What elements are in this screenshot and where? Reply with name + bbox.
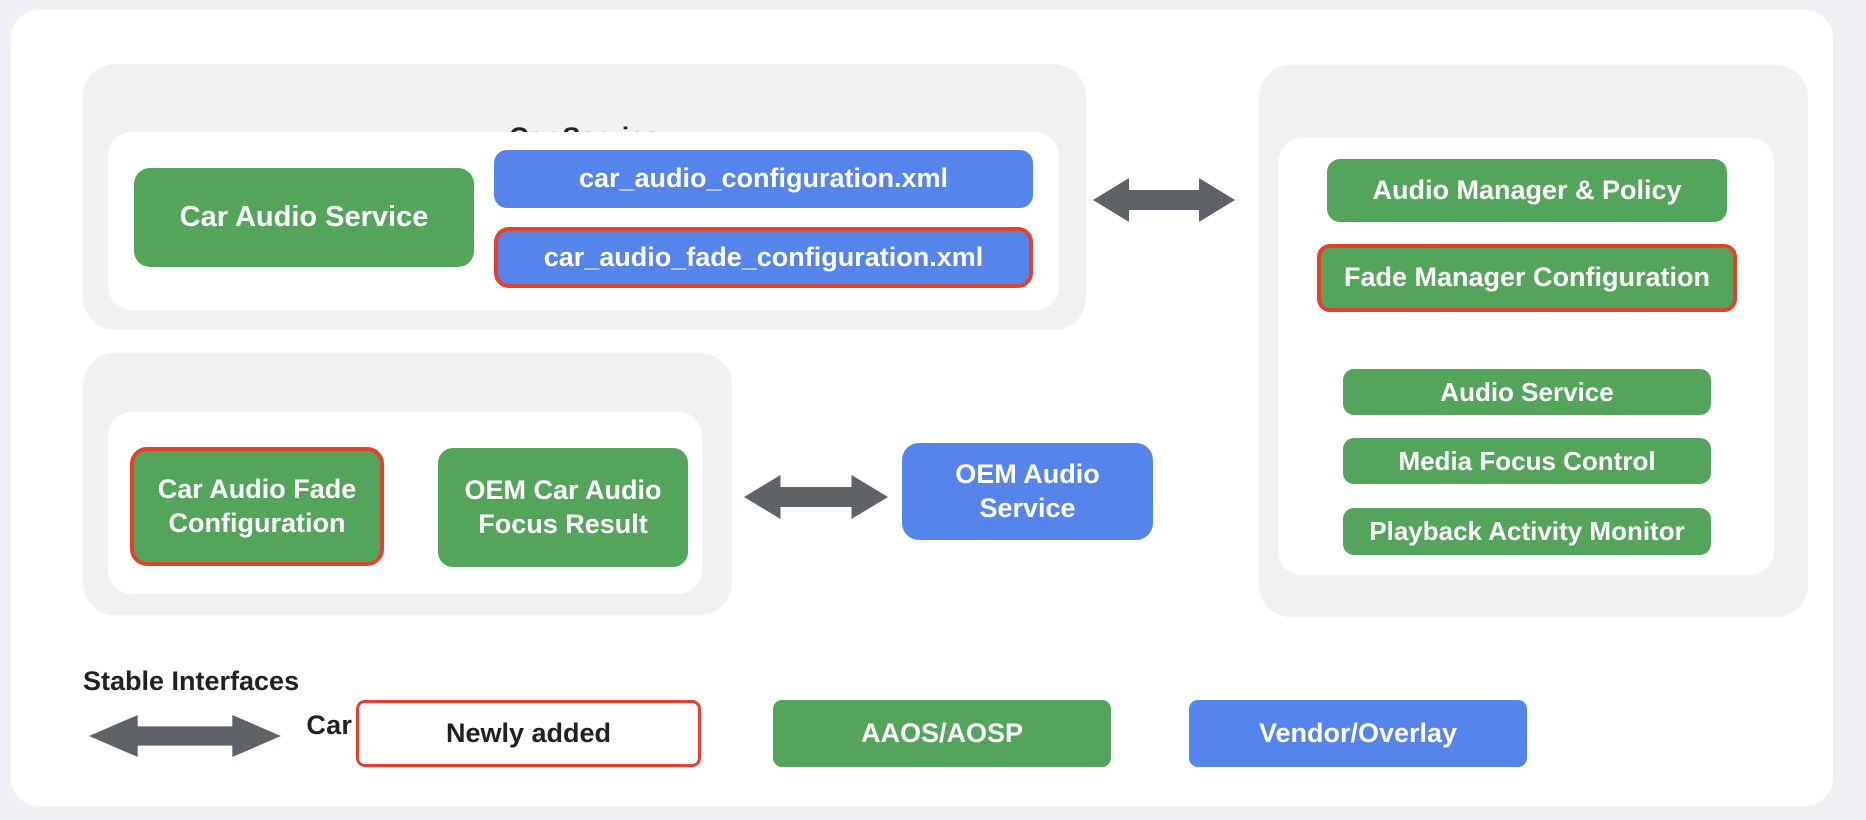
bidirectional-arrow-icon: [744, 474, 888, 520]
playback-activity-monitor-label: Playback Activity Monitor: [1369, 516, 1685, 547]
legend-vendor-overlay-box: Vendor/Overlay: [1189, 700, 1527, 767]
legend-newly-added-box: Newly added: [356, 700, 701, 767]
legend-aaos-aosp-box: AAOS/AOSP: [773, 700, 1111, 767]
oem-car-audio-focus-result-label: OEM Car Audio Focus Result: [464, 474, 662, 539]
media-focus-control-label: Media Focus Control: [1398, 445, 1656, 476]
audio-manager-policy-box: Audio Manager & Policy: [1327, 159, 1727, 222]
car-audio-fade-configuration-box: Car Audio Fade Configuration: [130, 447, 384, 566]
oem-car-audio-focus-result-box: OEM Car Audio Focus Result: [438, 448, 688, 567]
media-focus-control-box: Media Focus Control: [1343, 438, 1711, 484]
car-audio-service-box: Car Audio Service: [134, 168, 474, 267]
car-audio-configuration-xml-box: car_audio_configuration.xml: [494, 150, 1033, 208]
car-audio-service-label: Car Audio Service: [179, 201, 429, 234]
car-audio-fade-configuration-xml-box: car_audio_fade_configuration.xml: [494, 227, 1033, 288]
bidirectional-arrow-icon: [1093, 177, 1235, 223]
car-audio-fade-configuration-label: Car Audio Fade Configuration: [157, 473, 357, 538]
fade-manager-configuration-box: Fade Manager Configuration: [1317, 244, 1737, 312]
car-audio-configuration-xml-label: car_audio_configuration.xml: [578, 163, 949, 194]
audio-manager-policy-label: Audio Manager & Policy: [1372, 174, 1682, 205]
diagram-canvas: Car Service Car Audio Service car_audio_…: [11, 10, 1833, 806]
oem-audio-service-box: OEM Audio Service: [902, 443, 1153, 540]
car-audio-fade-configuration-xml-label: car_audio_fade_configuration.xml: [543, 241, 984, 272]
playback-activity-monitor-box: Playback Activity Monitor: [1343, 508, 1711, 555]
oem-audio-service-label: OEM Audio Service: [955, 458, 1100, 523]
audio-service-label: Audio Service: [1440, 376, 1614, 407]
legend-aaos-aosp-label: AAOS/AOSP: [860, 718, 1024, 748]
bidirectional-arrow-icon: [89, 714, 281, 758]
fade-manager-configuration-label: Fade Manager Configuration: [1343, 262, 1711, 293]
audio-service-box: Audio Service: [1343, 369, 1711, 415]
legend-newly-added-label: Newly added: [445, 718, 612, 748]
stable-interfaces-label: Stable Interfaces: [83, 666, 300, 696]
legend-vendor-overlay-label: Vendor/Overlay: [1258, 718, 1458, 748]
